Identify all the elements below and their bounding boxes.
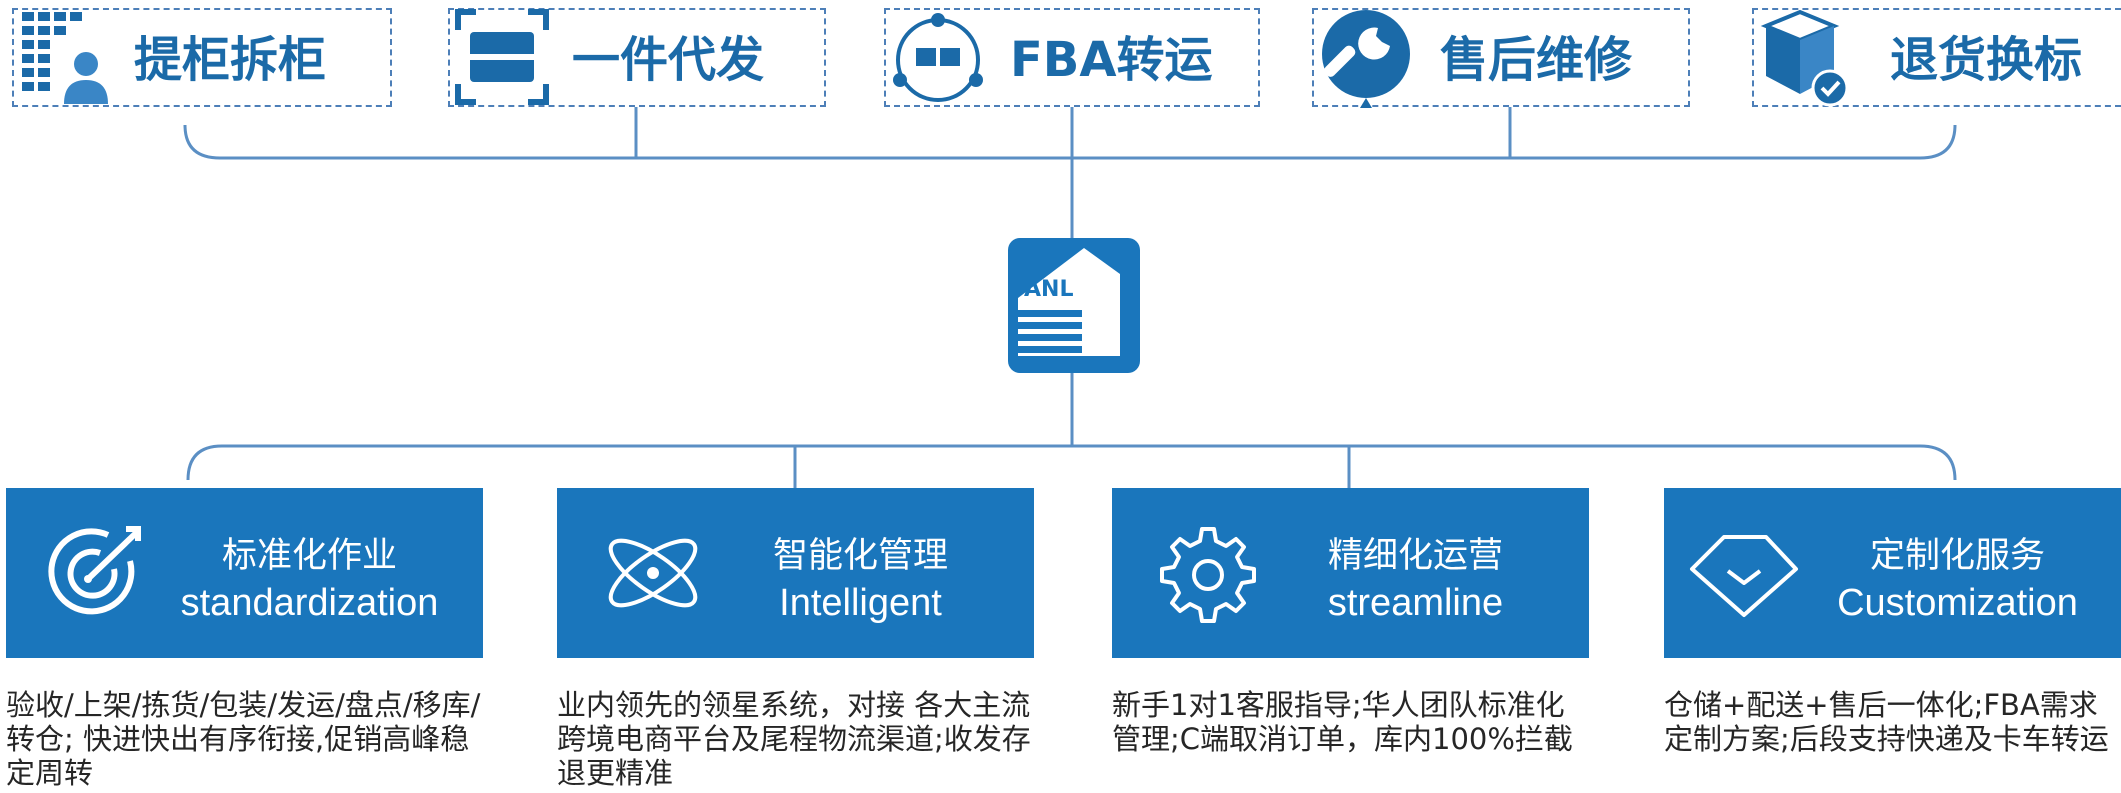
feature-title: 定制化服务	[1869, 536, 2045, 576]
service-label: 一件代发	[572, 32, 765, 88]
feature-streamline: 精细化运营 streamline	[1112, 488, 1589, 658]
service-return-relabel: 退货换标	[1752, 8, 2121, 107]
hub-label: ANL	[1024, 277, 1073, 302]
service-container-unloading: 提柜拆柜	[12, 8, 392, 107]
anl-hub: ANL	[1008, 238, 1140, 373]
return-box-icon	[1760, 9, 1849, 107]
feature-description: 新手1对1客服指导;华人团队标准化管理;C端取消订单，库内100%拦截	[1112, 688, 1573, 756]
transfer-network-icon	[893, 13, 983, 102]
gear-icon	[1160, 527, 1256, 623]
feature-customization: 定制化服务 Customization	[1664, 488, 2121, 658]
feature-subtitle: standardization	[180, 582, 439, 624]
service-label: 提柜拆柜	[134, 32, 327, 88]
feature-subtitle: streamline	[1327, 582, 1504, 624]
package-scan-icon	[455, 9, 549, 105]
atom-icon	[608, 538, 698, 608]
service-label: FBA转运	[1010, 32, 1213, 88]
feature-description: 仓储+配送+售后一体化;FBA需求定制方案;后段支持快递及卡车转运	[1664, 688, 2109, 756]
feature-description: 验收/上架/拣货/包装/发运/盘点/移库/转仓; 快进快出有序衔接,促销高峰稳定…	[6, 688, 481, 790]
target-arrow-icon	[48, 526, 141, 615]
warehouse-icon: ANL	[1018, 248, 1120, 356]
service-label: 退货换标	[1890, 32, 2083, 88]
service-dropshipping: 一件代发	[448, 8, 826, 107]
feature-subtitle: Intelligent	[779, 582, 942, 624]
feature-title: 智能化管理	[772, 536, 948, 576]
service-label: 售后维修	[1440, 32, 1633, 88]
diamond-icon	[1690, 535, 1798, 617]
service-after-sales: 售后维修	[1312, 8, 1690, 108]
feature-standardization: 标准化作业 standardization	[6, 488, 483, 658]
wrench-icon	[1322, 10, 1410, 108]
service-fba-transfer: FBA转运	[884, 8, 1260, 107]
feature-title: 精细化运营	[1327, 536, 1503, 576]
feature-intelligent: 智能化管理 Intelligent	[557, 488, 1034, 658]
container-worker-icon	[22, 12, 108, 104]
feature-description: 业内领先的领星系统，对接 各大主流跨境电商平台及尾程物流渠道;收发存退更精准	[557, 688, 1031, 790]
feature-title: 标准化作业	[221, 536, 397, 576]
feature-subtitle: Customization	[1837, 582, 2078, 624]
